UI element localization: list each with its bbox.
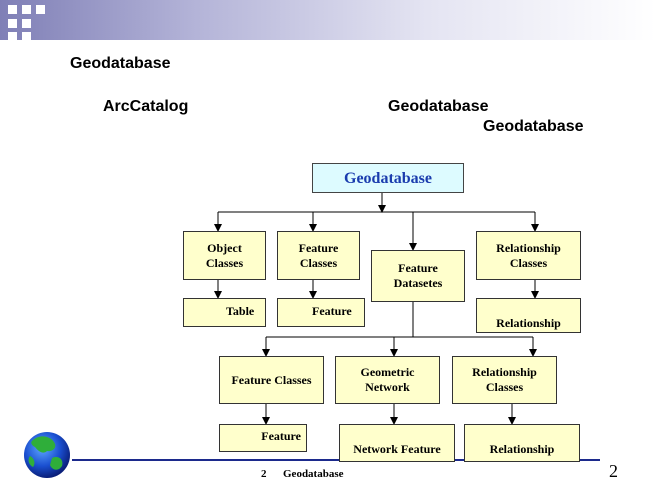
feature-classes-lower-node: Feature Classes	[219, 356, 324, 404]
feature-node-bottom: Feature	[219, 424, 307, 452]
geodatabase-label-1: Geodatabase	[388, 98, 489, 115]
feature-classes-node: Feature Classes	[277, 231, 360, 280]
relationship-classes-node: Relationship Classes	[476, 231, 581, 280]
decorative-square	[22, 5, 31, 14]
slide-title: Geodatabase	[70, 55, 171, 72]
object-classes-node: Object Classes	[183, 231, 266, 280]
relationship-node-bottom: Relationship	[464, 424, 580, 462]
decorative-square	[22, 32, 31, 40]
footer-label: Geodatabase	[283, 468, 344, 480]
feature-datasets-node: Feature Datasetes	[371, 250, 465, 302]
header-bar	[0, 0, 656, 40]
geodatabase-root-node: Geodatabase	[312, 163, 464, 193]
decorative-square	[8, 5, 17, 14]
relationship-classes-lower-node: Relationship Classes	[452, 356, 557, 404]
decorative-square	[22, 19, 31, 28]
decorative-square	[8, 32, 17, 40]
geodatabase-label-2: Geodatabase	[483, 118, 584, 135]
geometric-network-node: Geometric Network	[335, 356, 440, 404]
page-number: 2	[609, 461, 618, 481]
relationship-node-top: Relationship	[476, 298, 581, 333]
footer-slide-number: 2	[261, 468, 267, 480]
network-feature-node: Network Feature	[339, 424, 455, 462]
decorative-square	[36, 5, 45, 14]
arccatalog-label: ArcCatalog	[103, 98, 189, 115]
feature-node-top: Feature	[277, 298, 365, 327]
table-node: Table	[183, 298, 266, 327]
decorative-square	[8, 19, 17, 28]
